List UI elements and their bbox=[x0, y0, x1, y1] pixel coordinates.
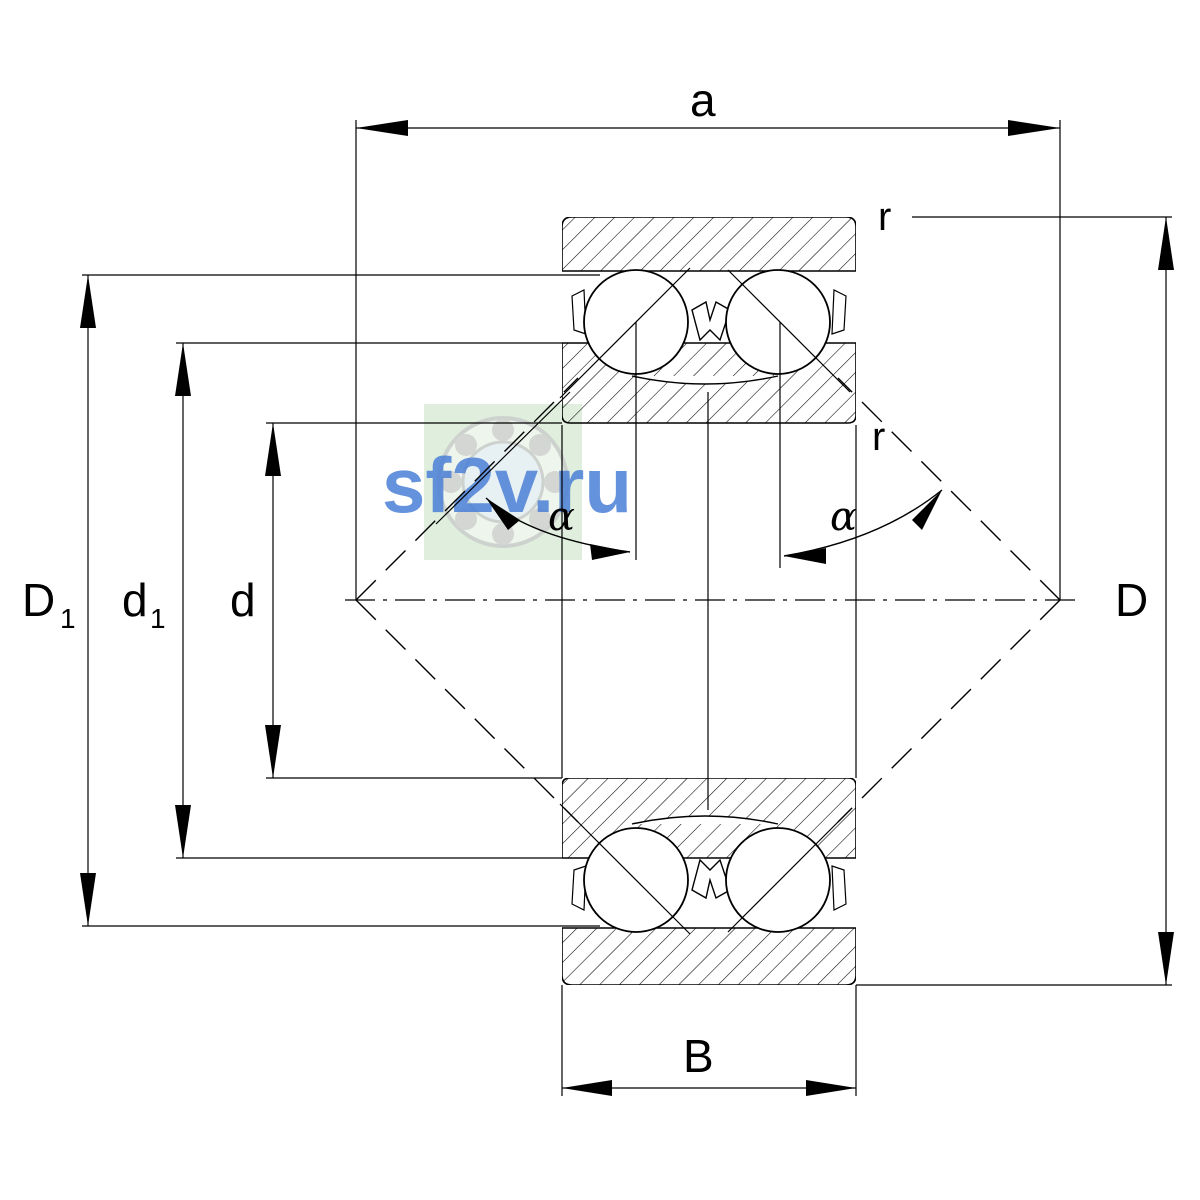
dimension-D1 bbox=[80, 274, 600, 927]
label-D: D bbox=[1115, 574, 1148, 626]
watermark: sf2v.ru bbox=[382, 404, 632, 560]
label-d: d bbox=[230, 574, 256, 626]
bottom-outer-ring bbox=[562, 927, 856, 985]
construction-lines bbox=[345, 322, 1075, 823]
label-d1-subscript: 1 bbox=[150, 603, 166, 634]
dimension-B bbox=[561, 985, 857, 1096]
label-B: B bbox=[683, 1030, 714, 1082]
label-D1-subscript: 1 bbox=[60, 603, 76, 634]
top-right-seal bbox=[831, 289, 847, 335]
bottom-cage bbox=[691, 858, 731, 900]
top-outer-ring bbox=[562, 217, 856, 272]
contact-angle-left bbox=[435, 391, 631, 560]
dimension-d bbox=[265, 422, 562, 779]
label-alpha-left: α bbox=[548, 494, 575, 540]
dimension-d1 bbox=[175, 342, 562, 859]
label-r-outer: r bbox=[878, 195, 891, 239]
bottom-right-ball bbox=[725, 827, 831, 933]
dimension-D bbox=[856, 216, 1174, 986]
watermark-bearing-icon bbox=[437, 416, 569, 548]
top-right-ball bbox=[725, 269, 831, 375]
contact-angle-right bbox=[783, 489, 943, 564]
top-cage bbox=[691, 300, 731, 342]
bottom-bearing-section bbox=[559, 778, 856, 985]
label-a: a bbox=[690, 74, 716, 126]
label-D1: D bbox=[22, 574, 55, 626]
dimension-a bbox=[355, 120, 1061, 600]
label-alpha-right: α bbox=[830, 494, 857, 540]
label-d1: d bbox=[122, 574, 148, 626]
label-r-inner: r bbox=[872, 415, 885, 459]
bottom-right-seal bbox=[831, 865, 847, 911]
